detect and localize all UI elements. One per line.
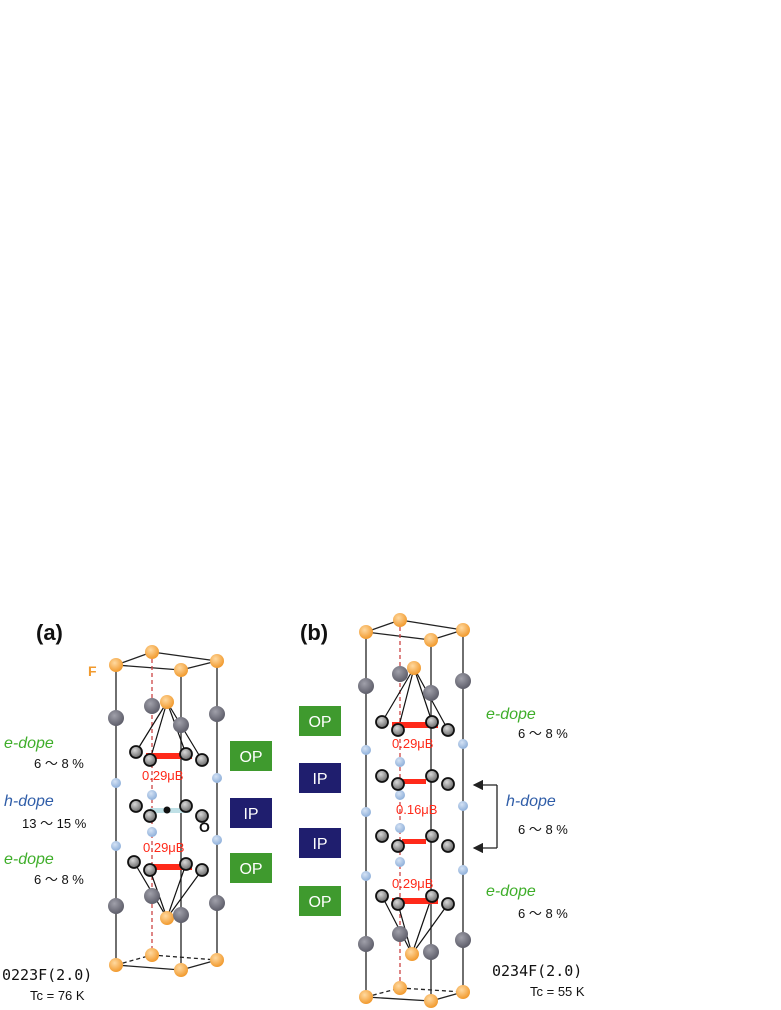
moment-label-b-1: 0.29μB [392,736,433,751]
compound-name-b: 0234F(2.0) [492,962,582,980]
h-dope-bracket [472,779,498,854]
dope-range-b-1: 6 〜 8 % [518,726,568,741]
dope-range-b-2: 6 〜 8 % [518,822,568,837]
cuo2-plane-op-bottom-a [127,855,209,877]
cuo2-plane-ip-2-b [375,829,455,853]
panel-a: (a) F [2,620,272,1003]
svg-text:IP: IP [312,836,327,853]
cuo2-plane-op-top-a [129,745,209,767]
dope-type-b-1: e-dope [486,706,536,723]
cuo2-plane-op-bottom-b [375,889,455,911]
svg-text:IP: IP [312,771,327,788]
metal-atoms-b [358,666,471,960]
metal-atoms-a [108,698,225,923]
fluorine-label: F [88,663,97,679]
small-atoms-b [361,739,468,881]
svg-text:OP: OP [308,894,331,911]
dope-type-a-2: h-dope [4,793,54,810]
cuo2-plane-op-top-b [375,715,455,737]
layer-box-b-1: OP [299,706,341,736]
layer-box-a-1: OP [230,741,272,771]
layer-box-b-3: IP [299,828,341,858]
moment-label-a-1: 0.29μB [142,768,183,783]
moment-label-b-2: 0.16μB [396,802,437,817]
layer-box-a-3: OP [230,853,272,883]
dope-range-a-1: 6 〜 8 % [34,756,84,771]
layer-box-b-4: OP [299,886,341,916]
small-atoms-a [111,773,222,851]
fluorine-atoms-a [109,645,224,977]
cuo2-plane-ip-1-b [375,769,455,791]
moment-label-b-3: 0.29μB [392,876,433,891]
moment-label-a-2: 0.29μB [143,840,184,855]
oxygen-label: O [199,819,210,835]
dope-type-a-3: e-dope [4,851,54,868]
compound-name-a: 0223F(2.0) [2,966,92,984]
cuo2-plane-ip-a [129,799,209,823]
dope-type-b-3: e-dope [486,883,536,900]
dope-range-a-2: 13 〜 15 % [22,816,87,831]
svg-text:OP: OP [239,749,262,766]
dope-range-b-3: 6 〜 8 % [518,906,568,921]
svg-text:OP: OP [308,714,331,731]
tc-a: Tc = 76 K [30,988,85,1003]
layer-box-b-2: IP [299,763,341,793]
svg-text:IP: IP [243,806,258,823]
pyramid-bottom-b [381,895,449,955]
dope-type-a-1: e-dope [4,735,54,752]
fluorine-atoms-b [359,613,470,1008]
panel-b-label: (b) [300,620,328,645]
svg-text:OP: OP [239,861,262,878]
tc-b: Tc = 55 K [530,984,585,999]
panel-b: (b) [299,613,585,1008]
dope-range-a-3: 6 〜 8 % [34,872,84,887]
panel-a-label: (a) [36,620,63,645]
dope-type-b-2: h-dope [506,793,556,810]
layer-box-a-2: IP [230,798,272,828]
